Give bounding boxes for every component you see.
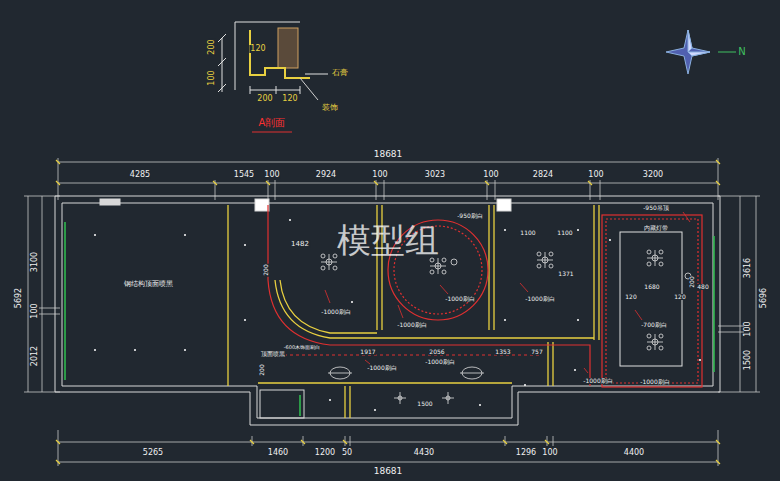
plan-label: 1371 bbox=[557, 271, 574, 277]
plan-label: 石膏 bbox=[331, 69, 349, 77]
plan-label: 顶面喷黑 bbox=[260, 351, 286, 357]
plan-label: 200 bbox=[259, 363, 265, 376]
plan-label: 2056 bbox=[428, 349, 445, 355]
plan-label: 18681 bbox=[374, 150, 403, 159]
plan-label: 3200 bbox=[642, 171, 664, 179]
plan-label: 5692 bbox=[15, 287, 23, 309]
plan-label: 1100 bbox=[556, 230, 573, 236]
plan-label: 120 bbox=[673, 294, 686, 300]
plan-label: -1000刷白 bbox=[524, 296, 555, 302]
plan-label: 5265 bbox=[142, 449, 164, 457]
plan-label: 100 bbox=[541, 449, 558, 457]
plan-label: 1500 bbox=[744, 349, 752, 371]
plan-label: 200 bbox=[256, 95, 273, 103]
plan-label: 100 bbox=[371, 171, 388, 179]
plan-label: 757 bbox=[530, 349, 543, 355]
plan-label: 18681 bbox=[374, 467, 403, 476]
plan-label: 内藏灯带 bbox=[643, 225, 669, 231]
plan-label: 1200 bbox=[314, 449, 336, 457]
plan-label: -1000刷白 bbox=[639, 379, 670, 385]
plan-label: -950吊顶 bbox=[642, 205, 670, 211]
plan-label: 120 bbox=[281, 95, 298, 103]
plan-label: -600木饰面刷白 bbox=[283, 345, 321, 350]
plan-label: 1100 bbox=[519, 230, 536, 236]
plan-label: -1000刷白 bbox=[582, 378, 613, 384]
plan-label: -1000刷白 bbox=[396, 322, 427, 328]
plan-label: 1460 bbox=[267, 449, 289, 457]
plan-label: 1680 bbox=[643, 284, 660, 290]
plan-label: 50 bbox=[341, 449, 353, 457]
plan-label: 5696 bbox=[760, 287, 768, 309]
plan-label: 100 bbox=[587, 171, 604, 179]
plan-label: 4430 bbox=[413, 449, 435, 457]
plan-label: 200 bbox=[263, 263, 269, 276]
plan-label: 1482 bbox=[290, 241, 310, 248]
plan-label: -1000刷白 bbox=[320, 309, 351, 315]
plan-label: 装饰 bbox=[321, 104, 339, 112]
plan-label: 200 bbox=[689, 275, 695, 288]
plan-label: 3023 bbox=[424, 171, 446, 179]
plan-label: 100 bbox=[31, 302, 39, 319]
plan-label: 1545 bbox=[233, 171, 255, 179]
plan-label: -950刷白 bbox=[456, 213, 484, 219]
plan-label: 1500 bbox=[416, 401, 433, 407]
plan-label: 100 bbox=[208, 69, 216, 86]
plan-label: 3100 bbox=[31, 251, 39, 273]
plan-label: 100 bbox=[744, 320, 752, 337]
plan-label: -1000刷白 bbox=[424, 359, 455, 365]
plan-label: 2924 bbox=[315, 171, 337, 179]
plan-label: 4400 bbox=[623, 449, 645, 457]
plan-label: 200 bbox=[208, 38, 216, 55]
plan-label: 4285 bbox=[129, 171, 151, 179]
plan-label: 3616 bbox=[744, 257, 752, 279]
plan-label: 钢结构顶面喷黑 bbox=[123, 281, 174, 288]
plan-label: 1353 bbox=[494, 349, 511, 355]
plan-label: 2824 bbox=[532, 171, 554, 179]
plan-label: 120 bbox=[624, 294, 637, 300]
plan-label: 120 bbox=[249, 45, 266, 53]
plan-label: 1917 bbox=[359, 349, 376, 355]
plan-label: N bbox=[738, 47, 745, 57]
plan-label: 480 bbox=[696, 284, 709, 290]
plan-label: A剖面 bbox=[259, 118, 286, 128]
plan-label: 1296 bbox=[515, 449, 537, 457]
watermark: 模型组 bbox=[337, 223, 439, 257]
plan-label: -700刷白 bbox=[640, 322, 668, 328]
plan-label: 100 bbox=[263, 171, 280, 179]
plan-label: 2012 bbox=[31, 345, 39, 367]
plan-label: -1000刷白 bbox=[444, 296, 475, 302]
plan-label: -1000刷白 bbox=[366, 365, 397, 371]
plan-label: 100 bbox=[482, 171, 499, 179]
